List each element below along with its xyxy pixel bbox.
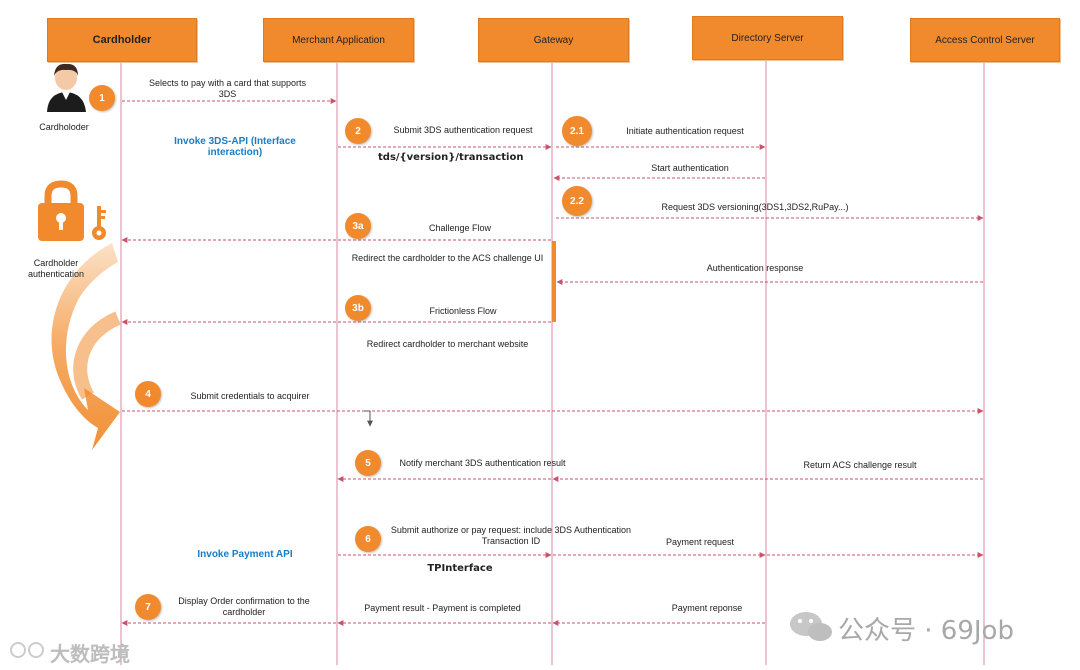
step-badge-6: 6 xyxy=(355,526,381,552)
tds-path-label: tds/{version}/transaction xyxy=(378,152,524,163)
actor-gateway: Gateway xyxy=(478,18,629,62)
person-label: Cardholoder xyxy=(39,122,89,132)
lock-icon xyxy=(38,180,84,241)
message-3b: Frictionless Flow xyxy=(429,306,497,316)
message-5: Notify merchant 3DS authentication resul… xyxy=(399,458,566,468)
message-7: Display Order confirmation to the cardho… xyxy=(178,596,310,617)
watermark-left-icon xyxy=(10,642,44,658)
cardholder-auth-label: Cardholder authentication xyxy=(27,258,85,279)
message-redirect-merchant: Redirect cardholder to merchant website xyxy=(366,339,529,349)
message-4: Submit credentials to acquirer xyxy=(190,391,310,401)
actor-access-control-server: Access Control Server xyxy=(910,18,1060,62)
message-pay-response: Payment reponse xyxy=(671,603,743,613)
step-badge-3a: 3a xyxy=(345,213,371,239)
message-return-acs: Return ACS challenge result xyxy=(803,460,917,470)
key-icon xyxy=(92,206,106,240)
step-badge-2-1: 2.1 xyxy=(562,116,592,146)
message-3a: Challenge Flow xyxy=(428,223,492,233)
step-badge-7: 7 xyxy=(135,594,161,620)
step-badge-3b: 3b xyxy=(345,295,371,321)
message-2-2: Request 3DS versioning(3DS1,3DS2,RuPay..… xyxy=(661,202,849,212)
tpinterface-label: TPInterface xyxy=(427,563,493,574)
actor-merchant-application: Merchant Application xyxy=(263,18,414,62)
step-badge-1: 1 xyxy=(89,85,115,111)
message-2: Submit 3DS authentication request xyxy=(393,125,533,135)
step-badge-5: 5 xyxy=(355,450,381,476)
message-pay-result: Payment result - Payment is completed xyxy=(364,603,521,613)
message-redirect-acs: Redirect the cardholder to the ACS chall… xyxy=(351,253,544,263)
message-auth-response: Authentication response xyxy=(706,263,804,273)
actor-directory-server: Directory Server xyxy=(692,16,843,60)
invoke-3ds-api-label: Invoke 3DS-API (Interface interaction) xyxy=(174,136,296,158)
message-1: Selects to pay with a card that supports… xyxy=(148,78,307,99)
message-pay-request: Payment request xyxy=(665,537,735,547)
step-badge-2-2: 2.2 xyxy=(562,186,592,216)
down-arrow-icon xyxy=(364,410,373,427)
gateway-activation-bar xyxy=(552,241,556,322)
message-start-auth: Start authentication xyxy=(651,163,729,173)
watermark-left: 大数跨境 xyxy=(50,642,130,666)
message-6: Submit authorize or pay request: include… xyxy=(390,525,632,546)
step-badge-2: 2 xyxy=(345,118,371,144)
step-badge-4: 4 xyxy=(135,381,161,407)
actor-cardholder: Cardholder xyxy=(47,18,197,62)
curved-arrow-icon xyxy=(51,243,120,450)
wechat-icon xyxy=(790,612,832,641)
message-2-1: Initiate authentication request xyxy=(626,126,744,136)
watermark-right: 公众号 · 69Job xyxy=(838,616,1014,646)
person-icon xyxy=(47,63,86,112)
invoke-payment-api-label: Invoke Payment API xyxy=(197,549,293,560)
